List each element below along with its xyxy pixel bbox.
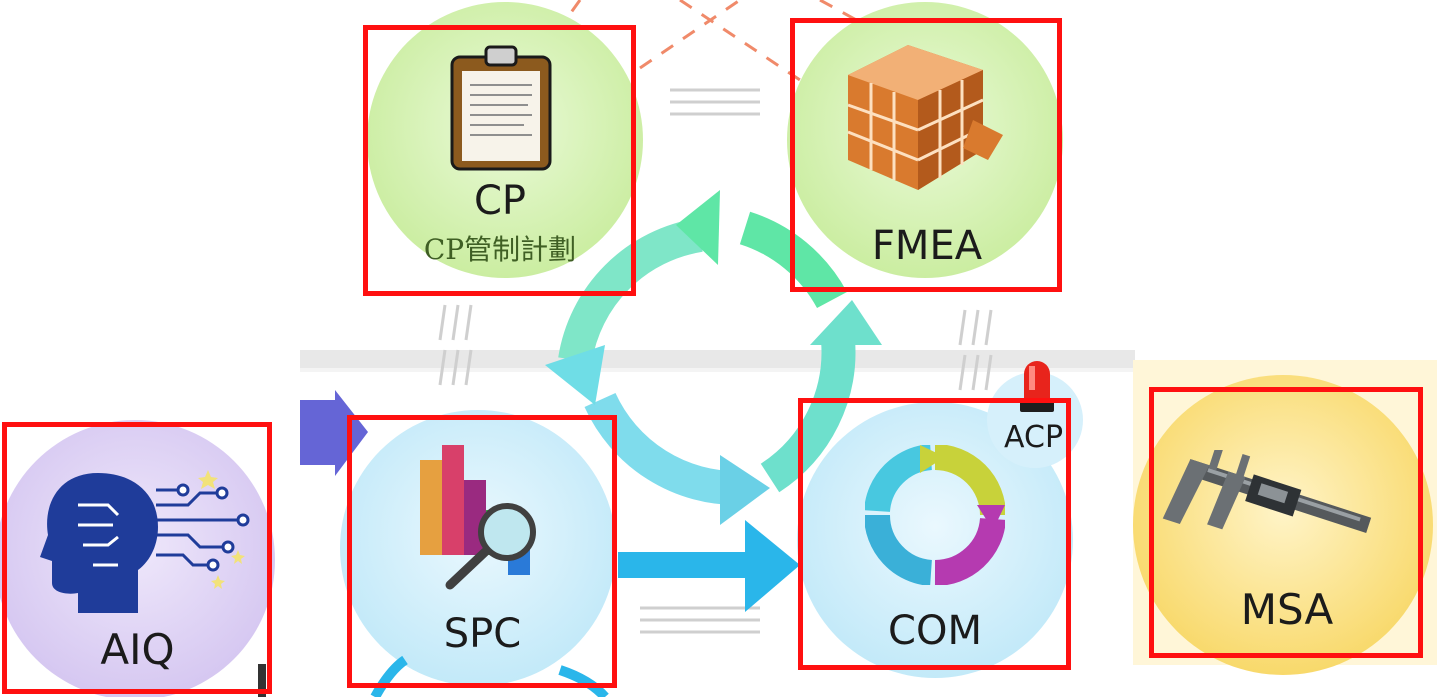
fmea-node[interactable]: FMEA — [793, 20, 1061, 288]
cp-sublabel: CP管制計劃 — [423, 233, 577, 266]
alarm-light-icon — [1020, 361, 1054, 412]
ai-head-icon — [40, 470, 250, 613]
clipboard-icon — [450, 45, 552, 171]
msa-node[interactable]: MSA — [1152, 390, 1422, 655]
acp-label[interactable]: ACP — [1004, 420, 1064, 455]
msa-label: MSA — [1240, 585, 1334, 634]
cp-node[interactable]: CP CP管制計劃 — [366, 28, 634, 293]
horizontal-band — [300, 350, 1135, 372]
fmea-label: FMEA — [871, 223, 983, 269]
cube-icon — [847, 45, 1003, 190]
aiq-node[interactable]: AIQ — [5, 425, 270, 690]
spc-label: SPC — [443, 611, 522, 657]
caliper-icon — [1162, 450, 1372, 534]
cp-label: CP — [473, 178, 527, 224]
bottom-arc — [370, 655, 408, 697]
aiq-bottom-bar — [258, 664, 266, 697]
com-circle — [797, 402, 1073, 678]
msa-circle — [1133, 375, 1433, 675]
spc-to-com-arrow — [618, 520, 800, 612]
spc-node[interactable]: SPC — [350, 417, 615, 685]
com-label: COM — [888, 608, 982, 654]
cycle-arrowheads — [545, 190, 882, 525]
com-node[interactable]: COM — [800, 400, 1070, 668]
bar-chart-magnifier-icon — [420, 445, 536, 590]
refresh-cycle-icon — [865, 445, 1005, 585]
grey-dash-connectors — [438, 88, 993, 634]
acp-circle — [987, 372, 1083, 468]
aiq-label: AIQ — [100, 625, 175, 674]
